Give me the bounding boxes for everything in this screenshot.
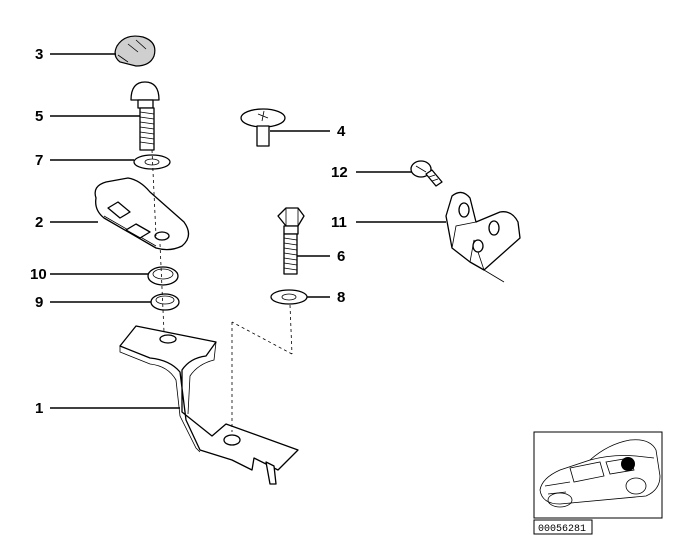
part-number-12[interactable]: 12 xyxy=(331,164,348,181)
part-6-hex-bolt[interactable] xyxy=(277,207,305,275)
part-number-6[interactable]: 6 xyxy=(337,248,345,265)
part-number-10[interactable]: 10 xyxy=(30,266,47,283)
part-number-1[interactable]: 1 xyxy=(35,400,43,417)
part-3-cap[interactable] xyxy=(114,35,156,67)
part-number-3[interactable]: 3 xyxy=(35,46,43,63)
assembly-guides-left xyxy=(151,149,165,333)
part-number-8[interactable]: 8 xyxy=(337,289,345,306)
part-8-washer[interactable] xyxy=(270,289,308,305)
part-number-11[interactable]: 11 xyxy=(331,214,347,231)
part-2-bracket-plate[interactable] xyxy=(94,177,190,251)
location-marker xyxy=(621,457,635,471)
part-number-7[interactable]: 7 xyxy=(35,152,43,169)
part-number-5[interactable]: 5 xyxy=(35,108,43,125)
part-1-holder-bracket[interactable] xyxy=(119,325,299,485)
part-number-4[interactable]: 4 xyxy=(337,123,346,140)
part-9-bushing[interactable] xyxy=(150,293,180,311)
car-silhouette xyxy=(539,439,661,508)
part-11-angle-bracket[interactable] xyxy=(445,191,521,283)
part-number-9[interactable]: 9 xyxy=(35,294,43,311)
assembly-guides-right xyxy=(231,304,293,432)
part-7-washer[interactable] xyxy=(133,154,171,170)
reference-code: 00056281 xyxy=(538,524,586,535)
part-number-2[interactable]: 2 xyxy=(35,214,43,231)
part-5-bolt[interactable] xyxy=(130,81,160,151)
vehicle-location-inset: 00056281 xyxy=(533,431,663,535)
part-10-sleeve[interactable] xyxy=(147,266,179,286)
part-4-screw[interactable] xyxy=(240,108,286,147)
inset-frame xyxy=(533,431,663,519)
part-12-small-screw[interactable] xyxy=(410,160,443,187)
reference-code-box xyxy=(533,519,593,535)
